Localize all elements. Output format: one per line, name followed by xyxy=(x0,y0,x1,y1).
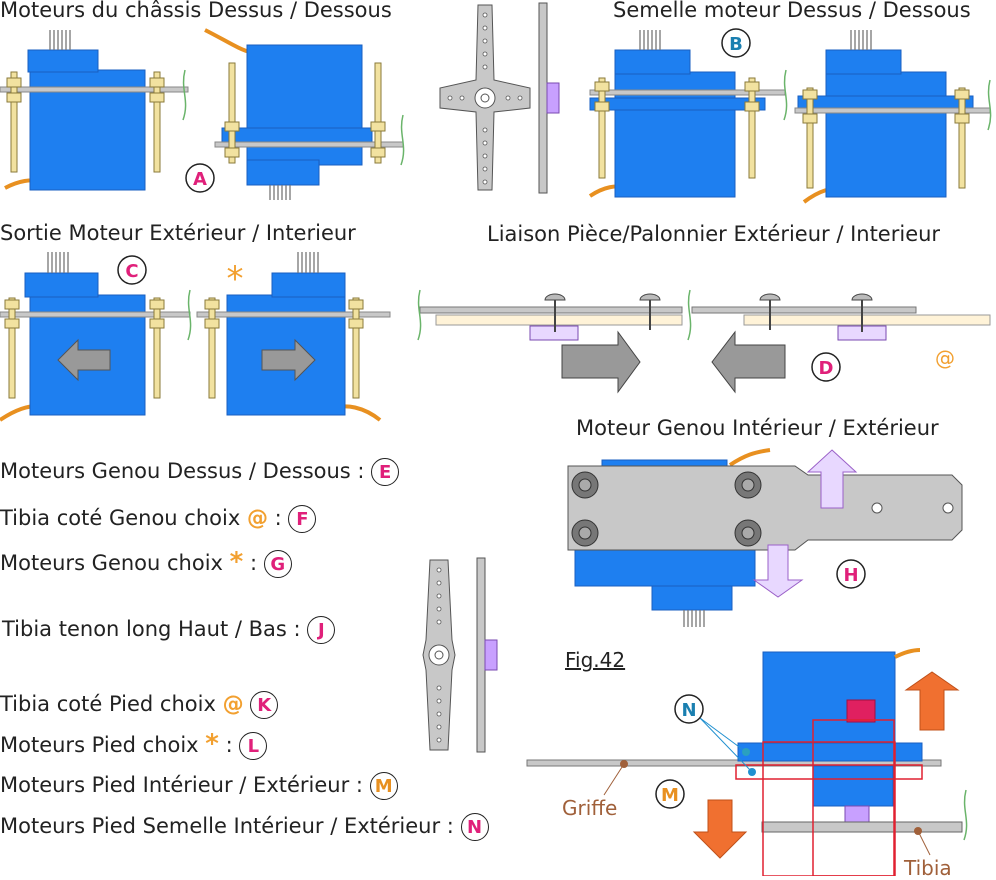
letter-badge-d: D xyxy=(811,352,841,382)
foot-assembly xyxy=(526,648,968,876)
legend-text: Moteurs Genou choix xyxy=(0,551,223,575)
servo-sortie-exterieur xyxy=(0,252,191,422)
servo-chassis-bottom xyxy=(204,28,405,200)
servo-semelle-top xyxy=(588,30,788,198)
servo-genou xyxy=(567,448,963,627)
letter-badge-g: G xyxy=(263,550,292,578)
at-symbol: @ xyxy=(246,506,268,530)
tibia-horn-side xyxy=(476,557,498,753)
liaison-interieur xyxy=(417,289,991,394)
letter-badge-e: E xyxy=(371,458,400,486)
legend-row-e: Moteurs Genou Dessus / Dessous : E xyxy=(0,458,400,486)
svg-text:H: H xyxy=(843,565,858,586)
servo-chassis-top xyxy=(0,30,189,191)
svg-text:A: A xyxy=(193,169,207,190)
legend-colon: : xyxy=(225,733,233,757)
letter-badge-c: C xyxy=(117,255,147,285)
header-sortie: Sortie Moteur Extérieur / Interieur xyxy=(0,221,356,245)
letter-badge-l: L xyxy=(239,732,268,760)
legend-row-m: Moteurs Pied Intérieur / Extérieur : M xyxy=(0,772,398,800)
star-symbol: * xyxy=(229,547,244,577)
legend-row-j: Tibia tenon long Haut / Bas : J xyxy=(2,616,336,644)
letter-badge-n-fig: N xyxy=(674,694,704,724)
letter-badge-m-fig: M xyxy=(655,779,685,809)
svg-text:D: D xyxy=(819,358,834,379)
griffe-label: Griffe xyxy=(562,796,618,820)
legend-colon: : xyxy=(249,551,258,575)
at-symbol: @ xyxy=(222,692,244,716)
tibia-horn-front xyxy=(422,559,456,751)
legend-row-k: Tibia coté Pied choix @ K xyxy=(0,691,279,719)
legend-text: Tibia coté Pied choix xyxy=(0,692,216,716)
figure-label: Fig.42 xyxy=(565,648,626,672)
star-marker: * xyxy=(227,259,244,299)
letter-badge-a: A xyxy=(185,163,215,193)
star-symbol: * xyxy=(205,729,219,759)
letter-badge-h: H xyxy=(836,559,866,589)
servo-sortie-interieur xyxy=(187,252,391,422)
liaison-exterieur xyxy=(419,293,683,394)
letter-badge-m: M xyxy=(369,772,398,800)
legend-row-f: Tibia coté Genou choix @ : F xyxy=(0,505,317,533)
letter-badge-f: F xyxy=(288,505,317,533)
servo-horn-front xyxy=(439,4,531,191)
legend-row-g: Moteurs Genou choix * : G xyxy=(0,549,292,578)
header-chassis: Moteurs du châssis Dessus / Dessous xyxy=(0,0,392,22)
svg-text:M: M xyxy=(661,785,679,806)
at-marker: @ xyxy=(935,346,955,370)
header-semelle: Semelle moteur Dessus / Dessous xyxy=(613,0,971,22)
legend-row-n: Moteurs Pied Semelle Intérieur / Extérie… xyxy=(0,813,489,841)
legend-text: Moteurs Genou Dessus / Dessous : xyxy=(0,459,365,483)
legend-row-l: Moteurs Pied choix * : L xyxy=(0,729,268,760)
legend-text: Moteurs Pied choix xyxy=(0,733,199,757)
tibia-label: Tibia xyxy=(904,856,952,880)
svg-text:B: B xyxy=(729,34,743,55)
legend-text: Moteurs Pied Semelle Intérieur / Extérie… xyxy=(0,814,454,838)
legend-colon: : xyxy=(274,506,282,530)
letter-badge-j: J xyxy=(307,616,336,644)
legend-text: Tibia coté Genou choix xyxy=(0,506,241,530)
letter-badge-k: K xyxy=(250,691,279,719)
header-liaison: Liaison Pièce/Palonnier Extérieur / Inte… xyxy=(487,222,941,246)
legend-text: Tibia tenon long Haut / Bas : xyxy=(2,617,301,641)
servo-semelle-bottom xyxy=(794,30,992,204)
letter-badge-b: B xyxy=(721,28,751,58)
header-genou: Moteur Genou Intérieur / Extérieur xyxy=(576,416,939,440)
servo-horn-side xyxy=(538,2,560,194)
letter-badge-n: N xyxy=(460,813,489,841)
legend-text: Moteurs Pied Intérieur / Extérieur : xyxy=(0,773,363,797)
svg-text:N: N xyxy=(681,700,696,721)
svg-text:C: C xyxy=(125,261,138,282)
